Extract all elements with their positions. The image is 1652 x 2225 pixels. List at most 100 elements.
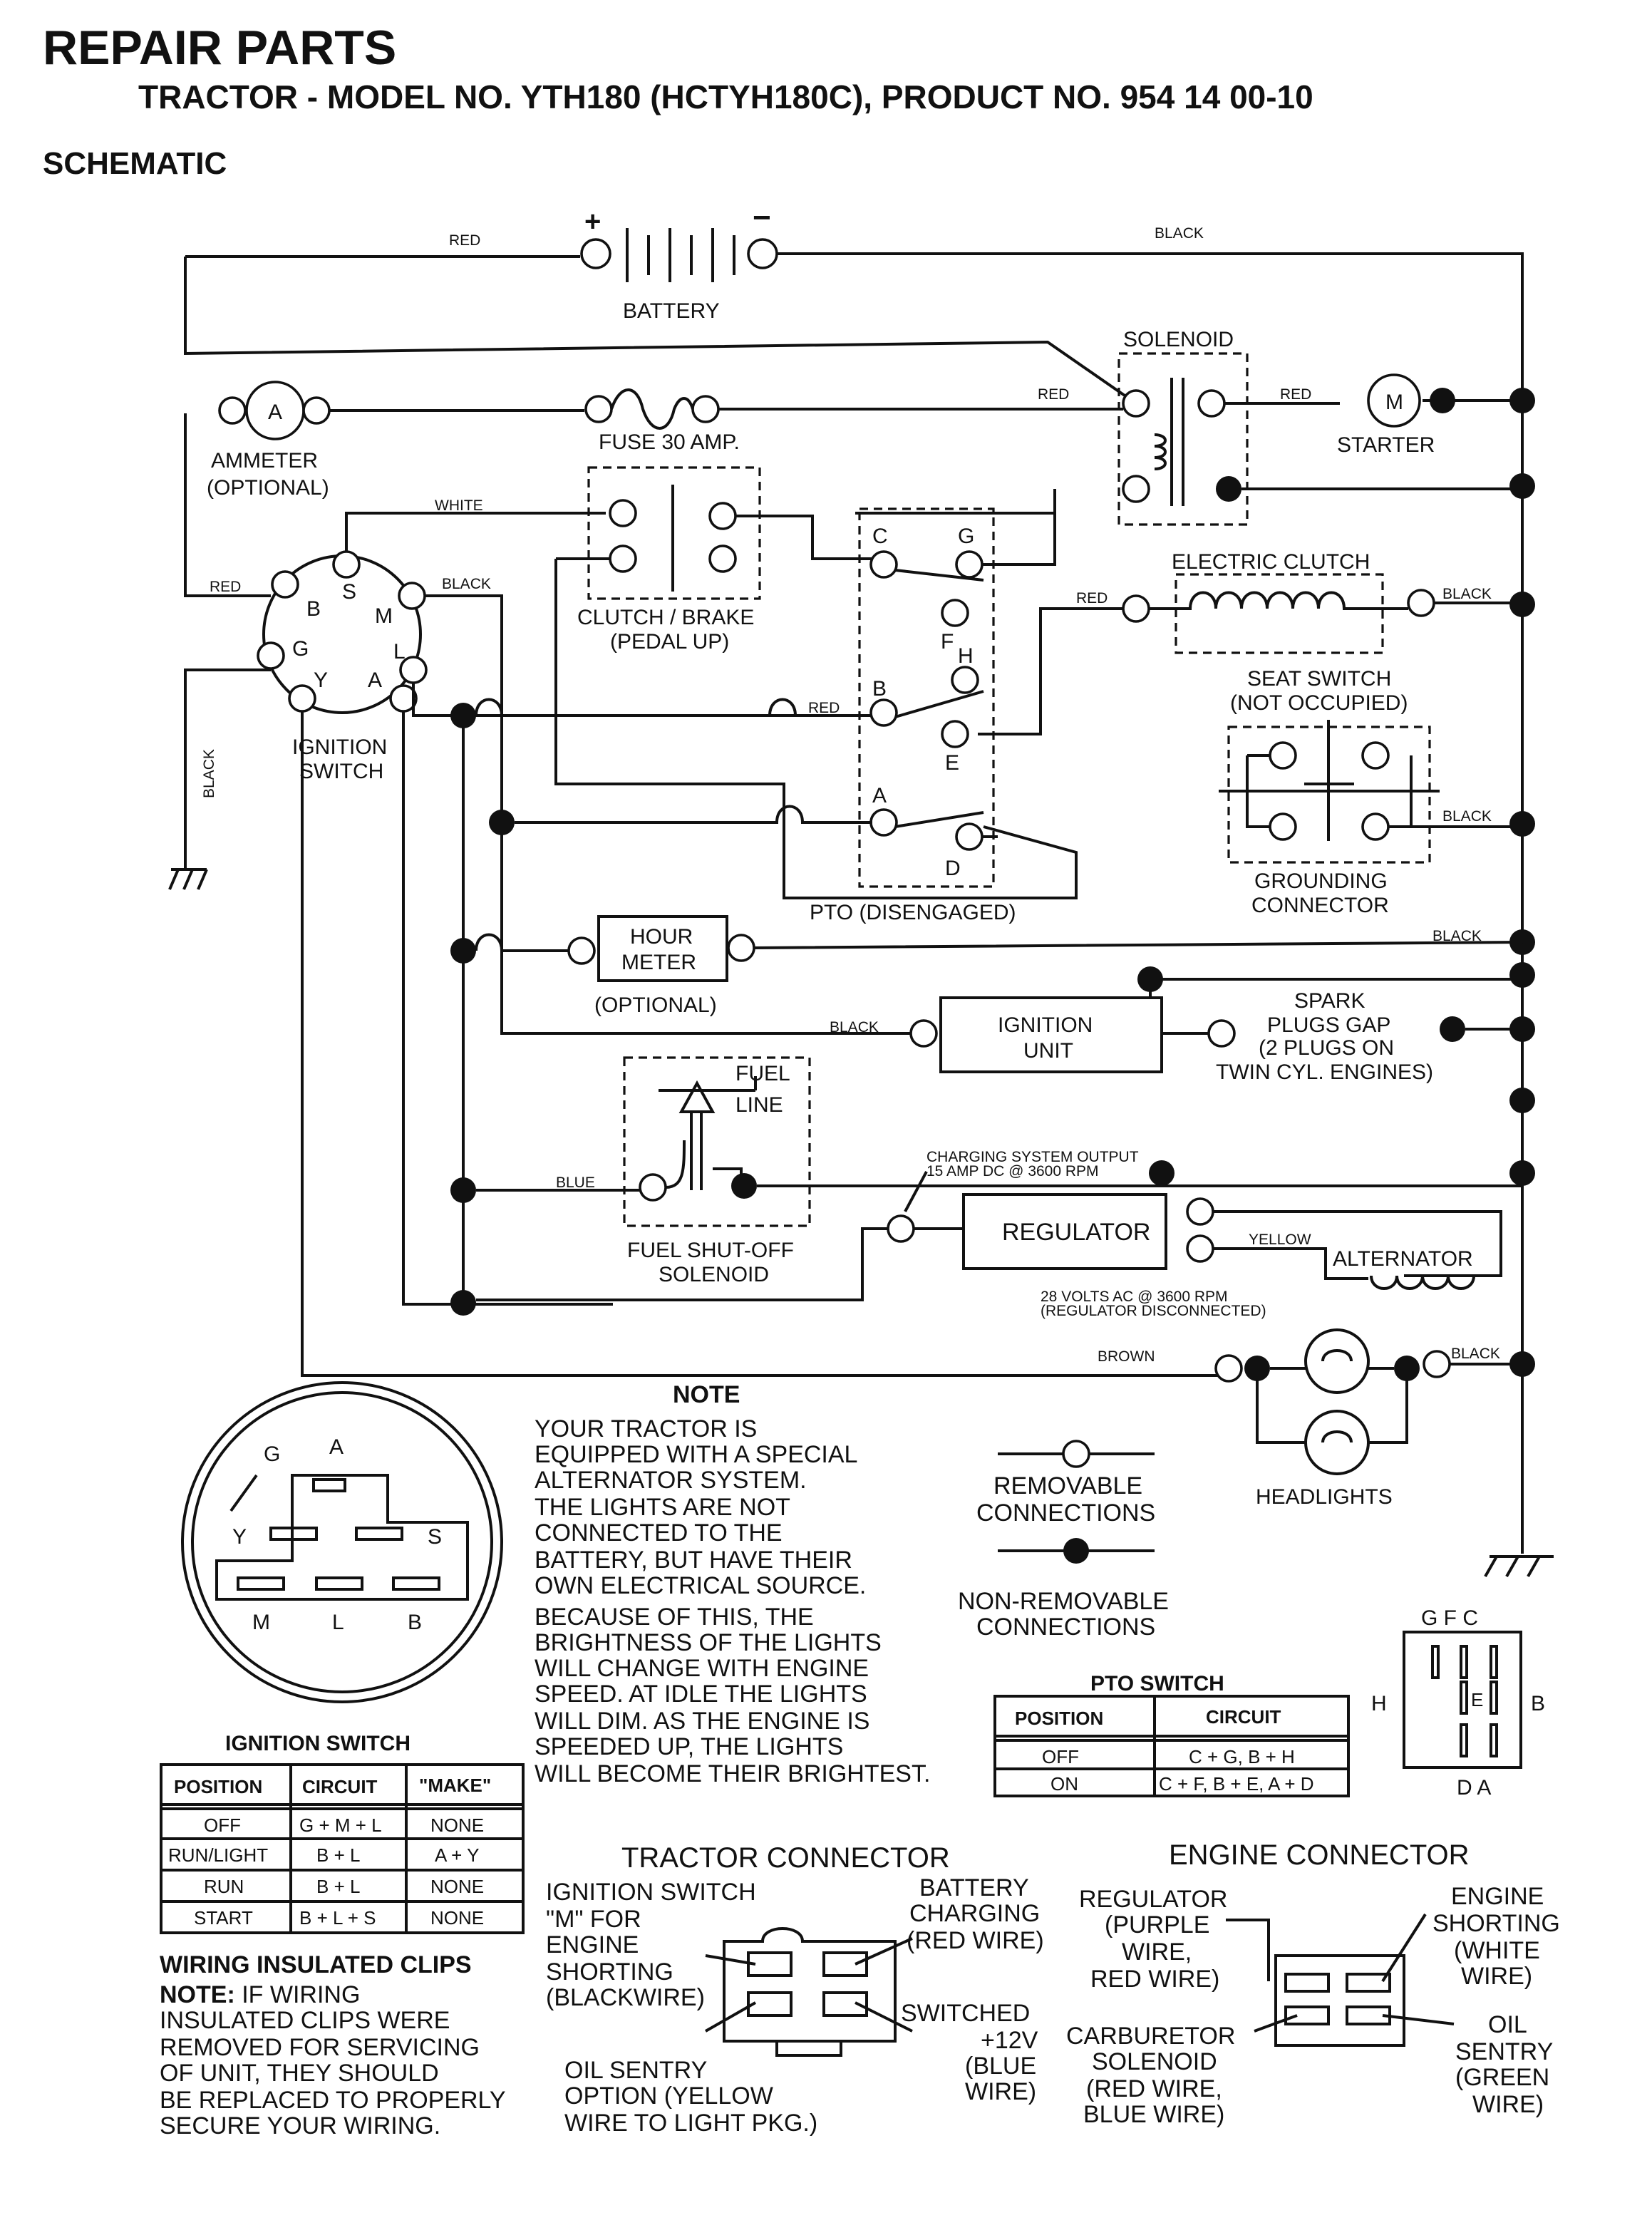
engine-connector: ENGINE CONNECTOR REGULATOR (PURPLE WIRE,…	[1066, 1839, 1560, 2128]
label: THE LIGHTS ARE NOT	[535, 1494, 790, 1521]
label: (RED WIRE)	[907, 1927, 1044, 1954]
label: OFF	[1042, 1746, 1079, 1767]
label: C	[872, 525, 888, 548]
label: B + L + S	[299, 1907, 376, 1929]
label: BLACK	[442, 576, 491, 592]
label: OWN ELECTRICAL SOURCE.	[535, 1572, 866, 1599]
label: CARBURETOR	[1066, 2023, 1235, 2050]
label: +12V	[981, 2027, 1038, 2054]
label: S	[342, 580, 356, 604]
label: M	[375, 604, 393, 628]
label: HEADLIGHTS	[1256, 1485, 1393, 1509]
label: RED WIRE)	[1090, 1966, 1219, 1993]
label: WILL DIM. AS THE ENGINE IS	[535, 1708, 869, 1735]
label: G	[264, 1442, 280, 1466]
label: RED	[449, 232, 480, 249]
label: (BLACKWIRE)	[546, 1984, 705, 2011]
clutch-brake-switch: CLUTCH / BRAKE (PEDAL UP)	[554, 466, 1078, 899]
label: (WHITE	[1454, 1937, 1540, 1964]
label: CONNECTIONS	[976, 1614, 1155, 1641]
label: WIRE)	[965, 2078, 1036, 2105]
page-subtitle: TRACTOR - MODEL NO. YTH180 (HCTYH180C), …	[138, 78, 1313, 115]
label: Y	[314, 668, 328, 692]
label: (OPTIONAL)	[594, 993, 717, 1017]
label: PLUGS GAP	[1267, 1013, 1390, 1037]
label: G	[958, 525, 974, 548]
label: CONNECTED TO THE	[535, 1519, 783, 1547]
label: (RED WIRE,	[1086, 2075, 1222, 2102]
label: METER	[621, 951, 696, 974]
pto-pin-diagram: G F C E H B D A	[1371, 1606, 1545, 1800]
label: ALTERNATOR SYSTEM.	[535, 1467, 807, 1494]
label: ENGINE CONNECTOR	[1169, 1839, 1470, 1871]
label: H	[958, 644, 974, 668]
label: (NOT OCCUPIED)	[1230, 691, 1408, 715]
label: RUN/LIGHT	[168, 1844, 268, 1866]
label: LINE	[735, 1093, 783, 1117]
ammeter: A AMMETER (OPTIONAL) FUSE 30 AMP. RED	[184, 381, 1123, 597]
label: CIRCUIT	[302, 1776, 378, 1797]
label: G	[292, 637, 309, 661]
label: ENGINE	[1451, 1883, 1544, 1910]
label: A + Y	[435, 1844, 479, 1866]
label: NONE	[430, 1814, 484, 1836]
label: D	[945, 857, 961, 880]
wiring-clips-note: WIRING INSULATED CLIPS NOTE: IF WIRING I…	[160, 1951, 506, 2139]
label: IGNITION SWITCH	[546, 1879, 756, 1906]
label: B	[872, 677, 887, 701]
label: B + L	[316, 1844, 360, 1866]
label: BLACK	[1451, 1346, 1500, 1362]
label: GROUNDING	[1254, 869, 1388, 893]
ignition-switch: B S M G L Y A IGNITION SWITCH WHITE BLAC…	[168, 497, 1226, 1377]
label: S	[428, 1525, 442, 1549]
label: WILL BECOME THEIR BRIGHTEST.	[535, 1760, 930, 1787]
starter: M STARTER	[1337, 373, 1455, 457]
label: FUEL SHUT-OFF	[627, 1239, 794, 1262]
section-title: SCHEMATIC	[43, 146, 227, 181]
label: FUEL	[735, 1062, 790, 1085]
label: BLUE	[556, 1175, 595, 1191]
label: OIL SENTRY	[564, 2057, 707, 2084]
label: WIRE)	[1472, 2091, 1544, 2118]
label: AMMETER	[211, 449, 318, 473]
label: SHORTING	[1432, 1910, 1560, 1937]
label: WIRE)	[1461, 1963, 1532, 1990]
label: BLACK	[201, 749, 217, 798]
label: OFF	[204, 1814, 241, 1836]
label: STARTER	[1337, 433, 1435, 457]
label: UNIT	[1023, 1039, 1073, 1063]
label: ALTERNATOR	[1333, 1247, 1473, 1271]
ignition-switch-pin-diagram: G A Y S M L B	[181, 1381, 503, 1703]
svg-text:NOTE: IF WIRING: NOTE: IF WIRING	[160, 1981, 360, 2008]
label: RED	[808, 700, 840, 716]
electric-clutch: ELECTRIC CLUTCH RED BLACK	[1076, 550, 1522, 654]
label: BATTERY, BUT HAVE THEIR	[535, 1547, 852, 1574]
label: WIRE,	[1122, 1939, 1192, 1966]
label: SENTRY	[1455, 2038, 1553, 2065]
label: REMOVED FOR SERVICING	[160, 2034, 480, 2061]
label: BATTERY	[623, 299, 720, 323]
pto-switch: C G F H B E A D PTO (DISENGAGED) RED	[475, 489, 1123, 924]
label: (PURPLE	[1105, 1911, 1209, 1939]
label: REGULATOR	[1079, 1886, 1227, 1913]
connection-legend: REMOVABLE CONNECTIONS NON-REMOVABLE CONN…	[958, 1440, 1169, 1641]
label: RED	[1038, 386, 1069, 403]
label: 28 VOLTS AC @ 3600 RPM	[1041, 1289, 1228, 1305]
label: OIL	[1488, 2011, 1527, 2038]
label: F	[941, 630, 954, 654]
label: WILL CHANGE WITH ENGINE	[535, 1655, 869, 1682]
label: IGNITION	[292, 735, 387, 759]
note-block: NOTE YOUR TRACTOR IS EQUIPPED WITH A SPE…	[535, 1381, 930, 1787]
label: TWIN CYL. ENGINES)	[1216, 1060, 1433, 1084]
hour-meter: HOUR METER (OPTIONAL) BLACK	[475, 915, 1523, 1017]
label: (2 PLUGS ON	[1259, 1036, 1394, 1060]
label: POSITION	[1015, 1708, 1103, 1729]
label: BLACK	[1442, 808, 1492, 825]
label: OPTION (YELLOW	[564, 2082, 773, 2110]
label: IGNITION	[998, 1013, 1093, 1037]
label: TRACTOR CONNECTOR	[621, 1842, 950, 1874]
label: (GREEN	[1455, 2064, 1549, 2091]
label: "MAKE"	[419, 1775, 491, 1796]
label: B	[1531, 1692, 1545, 1715]
label: BATTERY	[919, 1874, 1029, 1901]
